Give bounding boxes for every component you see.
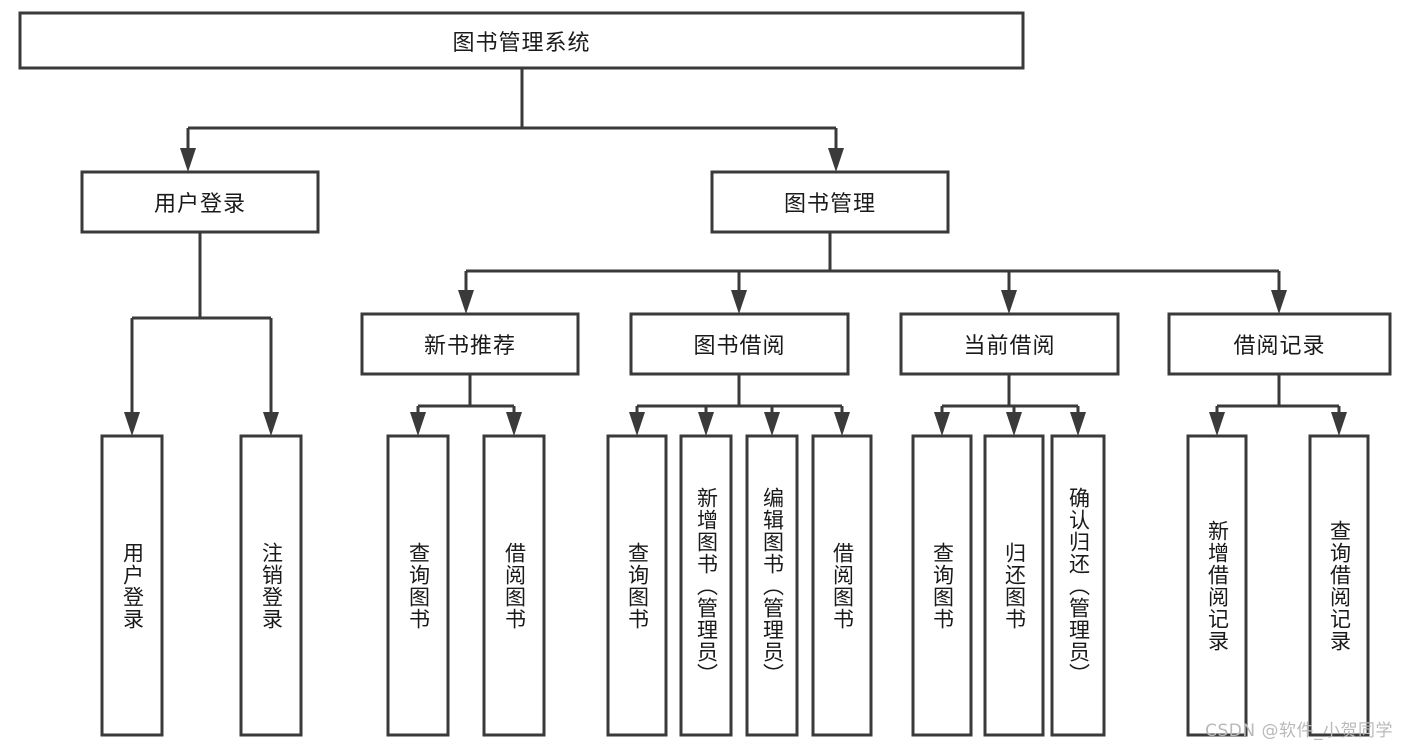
connector-book-borrow-to-leaves <box>629 374 850 436</box>
connector-user-login-to-leaves <box>124 232 279 436</box>
node-box-leaf-add-book-admin[interactable] <box>679 434 733 737</box>
node-box-user-login[interactable] <box>80 170 320 234</box>
connector-current-borrow-to-leaves <box>934 374 1086 436</box>
node-box-leaf-query-book-3[interactable] <box>911 434 973 737</box>
node-box-leaf-confirm-return-admin[interactable] <box>1050 434 1106 737</box>
connector-root-to-level1 <box>180 68 844 172</box>
node-box-current-borrow[interactable] <box>899 312 1120 376</box>
node-box-leaf-add-borrow-record[interactable] <box>1186 434 1248 737</box>
node-box-root[interactable] <box>18 11 1025 70</box>
connector-borrow-record-to-leaves <box>1209 374 1347 436</box>
node-box-leaf-borrow-book-1[interactable] <box>482 434 546 737</box>
node-box-book-borrow[interactable] <box>629 312 850 376</box>
node-box-leaf-edit-book-admin[interactable] <box>745 434 799 737</box>
connector-book-management-to-level2 <box>458 232 1287 314</box>
node-box-new-book-recommend[interactable] <box>360 312 580 376</box>
node-box-borrow-record[interactable] <box>1167 312 1392 376</box>
node-box-leaf-query-borrow-record[interactable] <box>1308 434 1370 737</box>
node-box-book-management[interactable] <box>710 170 950 234</box>
node-box-leaf-query-book-1[interactable] <box>386 434 450 737</box>
csdn-watermark: CSDN @软件_小贺同学 <box>1205 721 1393 741</box>
node-box-leaf-user-login[interactable] <box>100 434 164 737</box>
connector-new-book-recommend-to-leaves <box>410 374 522 436</box>
node-box-leaf-query-book-2[interactable] <box>606 434 668 737</box>
node-box-leaf-logout[interactable] <box>239 434 303 737</box>
node-box-leaf-borrow-book-2[interactable] <box>811 434 873 737</box>
node-box-leaf-return-book[interactable] <box>983 434 1045 737</box>
